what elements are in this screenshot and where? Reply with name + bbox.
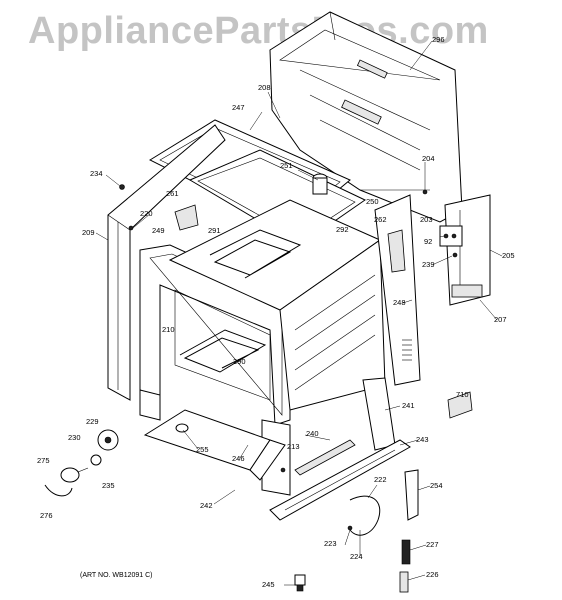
part-label-248: 248 — [393, 298, 406, 307]
part-label-224: 224 — [350, 552, 363, 561]
hinge-spring-part — [399, 539, 411, 593]
part-label-234: 234 — [90, 169, 103, 178]
door-hinge-part — [349, 469, 419, 536]
bake-element-part — [179, 329, 267, 373]
part-label-208: 208 — [258, 83, 271, 92]
part-label-251: 251 — [280, 161, 293, 170]
leader-lines — [95, 40, 503, 586]
part-label-92: 92 — [424, 237, 433, 246]
part-label-245: 245 — [262, 580, 275, 589]
part-label-226: 226 — [426, 570, 439, 579]
part-label-220: 220 — [140, 209, 153, 218]
bottom-panel-part — [143, 409, 286, 481]
right-side-panel-part — [374, 194, 421, 386]
part-label-290: 290 — [233, 357, 246, 366]
part-label-223: 223 — [324, 539, 337, 548]
part-label-243: 243 — [416, 435, 429, 444]
part-label-205: 205 — [502, 251, 515, 260]
part-label-254: 254 — [430, 481, 443, 490]
part-label-275: 275 — [37, 456, 50, 465]
part-label-210: 210 — [162, 325, 175, 334]
art-number-caption: (ART NO. WB12091 C) — [80, 572, 153, 579]
rear-wiring-box-part — [444, 194, 491, 306]
part-label-291: 291 — [208, 226, 221, 235]
part-label-207: 207 — [494, 315, 507, 324]
part-label-240: 240 — [306, 429, 319, 438]
door-clip-part — [447, 391, 473, 419]
screws-part — [119, 184, 458, 531]
hinge-bracket-part — [387, 229, 406, 273]
watermark-text: AppliancePartsPros.com — [28, 10, 489, 52]
part-label-262: 262 — [374, 215, 387, 224]
broil-element-part — [209, 229, 302, 279]
knob-assembly-part — [44, 429, 119, 497]
part-label-296: 296 — [432, 35, 445, 44]
part-label-276: 276 — [40, 511, 53, 520]
leveling-leg-part — [294, 574, 306, 592]
part-label-239: 239 — [422, 260, 435, 269]
support-bracket-part — [174, 204, 199, 231]
part-label-246: 246 — [232, 454, 245, 463]
part-label-242: 242 — [200, 501, 213, 510]
part-label-292: 292 — [336, 225, 349, 234]
part-label-249: 249 — [152, 226, 165, 235]
part-label-227: 227 — [426, 540, 439, 549]
part-label-203: 203 — [420, 215, 433, 224]
drawer-slide-part — [269, 439, 411, 521]
part-label-261: 261 — [166, 189, 179, 198]
part-label-213: 213 — [287, 442, 300, 451]
part-label-222: 222 — [374, 475, 387, 484]
part-label-710: 710 — [456, 390, 469, 399]
part-label-229: 229 — [86, 417, 99, 426]
part-label-209: 209 — [82, 228, 95, 237]
part-label-235: 235 — [102, 481, 115, 490]
part-label-230: 230 — [68, 433, 81, 442]
part-label-250: 250 — [366, 197, 379, 206]
part-label-255: 255 — [196, 445, 209, 454]
part-label-247: 247 — [232, 103, 245, 112]
part-label-204: 204 — [422, 154, 435, 163]
part-label-241: 241 — [402, 401, 415, 410]
